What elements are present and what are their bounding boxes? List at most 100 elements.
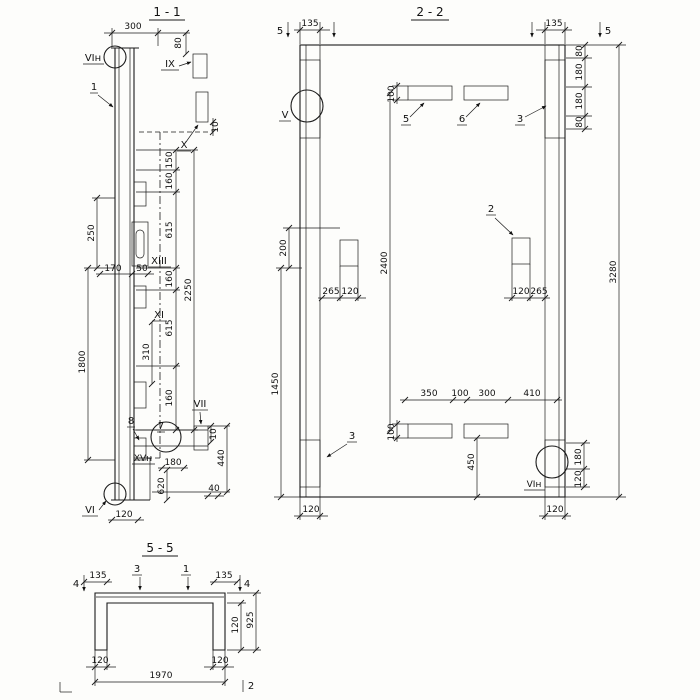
- label-VI: VI: [85, 505, 95, 516]
- dim-180-a: 180: [575, 63, 585, 80]
- label-V: V: [282, 110, 289, 121]
- dim-100-mid: 100: [451, 389, 468, 399]
- dim-180: 180: [164, 458, 181, 468]
- dim-250: 250: [87, 224, 97, 241]
- dim-80: 80: [174, 37, 184, 49]
- dim-120-right-5: 120: [231, 616, 241, 633]
- dim-3280: 3280: [609, 260, 619, 283]
- dim-440: 440: [217, 449, 227, 466]
- dim-300: 300: [124, 22, 141, 32]
- cut-mark-5-right: 5: [605, 26, 611, 37]
- panel-outline: [299, 44, 566, 498]
- node-circle-VIn-2: [535, 445, 569, 479]
- part-label-8: 8: [128, 416, 134, 427]
- part-label-3-bottom: 3: [349, 431, 355, 442]
- dim-160-c: 160: [165, 389, 175, 406]
- label-X: X: [181, 140, 188, 151]
- part-label-6: 6: [459, 114, 465, 125]
- dim-310: 310: [142, 343, 152, 360]
- dim-100-bottom: 100: [387, 423, 397, 440]
- dim-80-a: 80: [575, 45, 585, 57]
- dim-80-b: 80: [575, 116, 585, 128]
- part-label-2: 2: [488, 204, 494, 215]
- dim-135-right: 135: [545, 19, 562, 29]
- dim-410: 410: [523, 389, 540, 399]
- part-label-1: 1: [91, 82, 97, 93]
- dim-160-b: 160: [165, 270, 175, 287]
- section-2-2-title: 2 - 2: [416, 5, 443, 19]
- dim-925: 925: [246, 611, 256, 628]
- part-label-5: 5: [403, 114, 409, 125]
- part-label-3-5: 3: [134, 564, 140, 575]
- label-VIn-top: VIн: [85, 53, 101, 64]
- lifting-slot: [135, 229, 145, 259]
- dim-chain-right: 150 160 615 160 615 160 2250: [136, 146, 198, 434]
- dim-150: 150: [165, 151, 175, 168]
- dim-180-b: 180: [575, 92, 585, 109]
- dim-135-right-5: 135: [215, 571, 232, 581]
- embedded-plates: [131, 53, 209, 461]
- part-label-1-5: 1: [183, 564, 189, 575]
- node-circle-V: [290, 89, 324, 123]
- channel-profile: [94, 592, 226, 651]
- dim-135-left: 135: [301, 19, 318, 29]
- dim-10-top: 10: [211, 121, 221, 133]
- part-label-7: 7: [158, 421, 164, 432]
- cut-mark-5-left: 5: [277, 26, 283, 37]
- dim-100-top: 100: [387, 85, 397, 102]
- dim-170: 170: [104, 264, 121, 274]
- cut-mark-4-left: 4: [73, 579, 79, 590]
- node-circle-VI: [103, 482, 127, 506]
- dim-135-left-5: 135: [89, 571, 106, 581]
- label-VIn-2: VIн: [527, 480, 542, 490]
- dim-265-left: 265: [322, 287, 339, 297]
- dim-2400: 2400: [380, 251, 390, 274]
- label-XI: XI: [154, 310, 164, 321]
- section-5-5: 5 - 5 4 135 3 1 135 4 120 925 120: [73, 541, 261, 692]
- dim-450: 450: [467, 453, 477, 470]
- cut-mark-2: 2: [248, 681, 254, 692]
- dim-chain-bottom: 350 100 300 410: [400, 389, 562, 404]
- part-label-3-top: 3: [517, 114, 523, 125]
- node-circle-7: [150, 421, 182, 453]
- dim-265-right: 265: [530, 287, 547, 297]
- dim-10-bottom: 10: [209, 428, 219, 440]
- section-1-1-title: 1 - 1: [153, 5, 180, 19]
- dim-300-2: 300: [478, 389, 495, 399]
- section-5-5-title: 5 - 5: [146, 541, 173, 555]
- dim-50: 50: [136, 264, 148, 274]
- dim-615-a: 615: [165, 221, 175, 238]
- dim-120-bottom: 120: [115, 510, 132, 520]
- dim-120-bottom-left-5: 120: [91, 656, 108, 666]
- dim-1970: 1970: [150, 671, 173, 681]
- dim-160-a: 160: [165, 172, 175, 189]
- dim-180-right: 180: [574, 448, 584, 465]
- dim-1800: 1800: [78, 350, 88, 373]
- dim-chain-left: 250 1800: [78, 194, 115, 464]
- dim-200: 200: [279, 239, 289, 256]
- label-XVn: XVн: [134, 454, 152, 464]
- dim-120-bottom-right: 120: [546, 505, 563, 515]
- label-XIII: XIII: [151, 256, 167, 267]
- dim-615-b: 615: [165, 319, 175, 336]
- label-IX: IX: [165, 59, 175, 70]
- dim-120-bottom-left: 120: [302, 505, 319, 515]
- dim-350: 350: [420, 389, 437, 399]
- dim-620: 620: [157, 477, 167, 494]
- node-circle-VIn: [103, 45, 127, 69]
- cut-mark-4-right: 4: [244, 579, 250, 590]
- dim-120-right-2: 120: [574, 470, 584, 487]
- label-VII: VII: [194, 399, 207, 410]
- embedded-plates-2: [339, 85, 531, 439]
- dim-120-bottom-right-5: 120: [211, 656, 228, 666]
- dim-chain-right-top: 80 180 180 80: [566, 41, 592, 133]
- section-2-2: 2 - 2 5 13: [271, 5, 626, 520]
- dim-40: 40: [208, 484, 220, 494]
- section-1-1: 1 - 1: [78, 5, 231, 524]
- dim-2250: 2250: [184, 278, 194, 301]
- sheet-corner-mark: [59, 682, 72, 693]
- dim-1450: 1450: [271, 372, 281, 395]
- dim-120-right: 120: [512, 287, 529, 297]
